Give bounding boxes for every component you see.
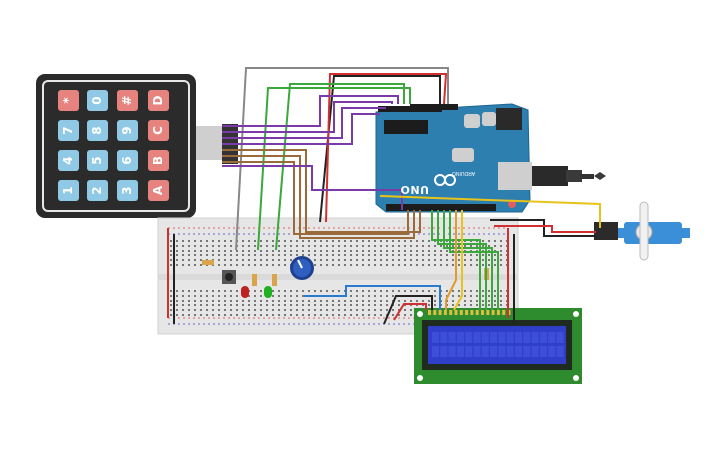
pushbutton[interactable] bbox=[222, 270, 236, 284]
wire[interactable] bbox=[383, 295, 433, 325]
keypad-key[interactable]: D bbox=[148, 90, 169, 111]
keypad-key[interactable]: C bbox=[148, 120, 169, 141]
wire[interactable] bbox=[445, 210, 457, 310]
servo-motor[interactable] bbox=[594, 201, 690, 261]
wire[interactable] bbox=[222, 149, 421, 233]
wire[interactable] bbox=[453, 210, 463, 311]
breadboard-holes bbox=[170, 240, 508, 316]
keypad-key-label: 4 bbox=[61, 156, 75, 165]
lcd-16x2[interactable] bbox=[414, 308, 582, 384]
arduino-model-label: UNO bbox=[400, 183, 429, 196]
wire[interactable] bbox=[235, 67, 449, 251]
keypad-key-label: 9 bbox=[120, 126, 134, 135]
wire[interactable] bbox=[325, 73, 448, 223]
servo-horn-icon bbox=[639, 201, 649, 261]
green-led bbox=[264, 286, 272, 298]
keypad-key-label: A bbox=[151, 185, 165, 196]
keypad-key-label: 3 bbox=[120, 186, 134, 195]
keypad-key[interactable]: 0 bbox=[87, 90, 108, 111]
wire[interactable] bbox=[222, 165, 403, 210]
wire[interactable] bbox=[379, 195, 601, 228]
keypad-key-label: B bbox=[151, 155, 165, 166]
arduino-uno-board[interactable] bbox=[375, 103, 532, 213]
keypad-key-label: 1 bbox=[61, 186, 75, 195]
keypad-frame bbox=[42, 80, 190, 212]
keypad-key-label: C bbox=[151, 126, 165, 135]
keypad-key[interactable]: A bbox=[148, 180, 169, 201]
keypad-key-label: D bbox=[151, 95, 165, 106]
keypad-key[interactable]: 2 bbox=[87, 180, 108, 201]
keypad-key[interactable]: 7 bbox=[58, 120, 79, 141]
wire[interactable] bbox=[222, 95, 399, 127]
keypad-key[interactable]: 8 bbox=[87, 120, 108, 141]
keypad-key[interactable]: 6 bbox=[117, 150, 138, 171]
lcd-character-cells bbox=[432, 332, 564, 357]
keypad-key-label: * bbox=[61, 97, 75, 104]
potentiometer[interactable] bbox=[290, 256, 314, 280]
wire[interactable] bbox=[222, 107, 386, 139]
usb-cable bbox=[532, 166, 606, 186]
usb-port bbox=[498, 162, 532, 190]
lcd-screen bbox=[428, 326, 566, 364]
wire[interactable] bbox=[443, 210, 493, 310]
keypad-key-label: 0 bbox=[90, 96, 104, 105]
keypad-key[interactable]: B bbox=[148, 150, 169, 171]
wires bbox=[167, 67, 601, 325]
arduino-brand-label: ARDUINO bbox=[452, 170, 476, 176]
wire[interactable] bbox=[393, 303, 427, 321]
red-led bbox=[241, 286, 249, 298]
keypad-key[interactable]: 4 bbox=[58, 150, 79, 171]
wire[interactable] bbox=[222, 113, 380, 145]
keypad-key-label: 7 bbox=[61, 126, 75, 135]
keypad-key[interactable]: 9 bbox=[117, 120, 138, 141]
wire[interactable] bbox=[449, 210, 499, 310]
keypad-key[interactable]: # bbox=[117, 90, 138, 111]
reset-button[interactable] bbox=[508, 200, 516, 208]
atmega-chip bbox=[384, 120, 428, 134]
keypad-key-label: 5 bbox=[90, 156, 104, 165]
keypad-key-label: 8 bbox=[90, 126, 104, 135]
wire[interactable] bbox=[490, 219, 596, 237]
wire[interactable] bbox=[494, 225, 596, 233]
wire[interactable] bbox=[304, 285, 441, 310]
wire[interactable] bbox=[257, 87, 411, 251]
keypad-key-label: 2 bbox=[90, 186, 104, 195]
wire[interactable] bbox=[222, 155, 415, 239]
keypad-key-label: 6 bbox=[120, 156, 134, 165]
wire[interactable] bbox=[222, 101, 393, 133]
keypad-key[interactable]: * bbox=[58, 90, 79, 111]
keypad-key[interactable]: 1 bbox=[58, 180, 79, 201]
keypad-key-label: # bbox=[120, 95, 134, 106]
keypad-ribbon-connector bbox=[196, 124, 238, 164]
keypad-key[interactable]: 3 bbox=[117, 180, 138, 201]
wire[interactable] bbox=[222, 161, 409, 235]
keypad-key[interactable]: 5 bbox=[87, 150, 108, 171]
power-jack bbox=[496, 108, 522, 130]
